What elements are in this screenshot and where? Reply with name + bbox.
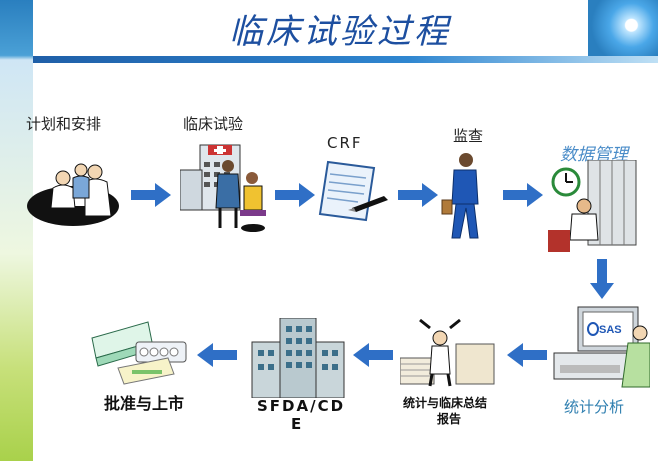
meeting-clipart-icon [27, 163, 119, 226]
slide-title: 临床试验过程 [229, 12, 451, 52]
step-label-approval: 批准与上市 [104, 394, 185, 413]
arrow-right-icon [398, 183, 438, 207]
title-band [33, 0, 658, 56]
arrow-down-icon [590, 259, 614, 299]
step-label-sfda-line2: E [291, 415, 302, 433]
crf-document-icon [318, 160, 388, 222]
title-underline [33, 56, 658, 63]
arrow-left-icon [353, 343, 393, 367]
arrow-left-icon [507, 343, 547, 367]
step-label-trial: 临床试验 [183, 115, 244, 133]
arrow-right-icon [131, 183, 171, 207]
arrow-left-icon [197, 343, 237, 367]
medicine-clipart-icon [91, 321, 187, 385]
step-label-report-line1: 统计与临床总结 [403, 396, 488, 410]
statistics-computer-icon: SAS [553, 306, 650, 388]
monitor-person-icon [441, 153, 479, 239]
step-label-sfda-line1: SFDA/CD [257, 397, 346, 415]
step-label-crf: CRF [327, 134, 363, 152]
step-label-plan: 计划和安排 [26, 115, 102, 133]
corner-flare-decoration [588, 0, 658, 56]
data-management-clipart-icon [548, 160, 637, 252]
arrow-right-icon [503, 183, 543, 207]
hospital-clipart-icon [180, 144, 266, 232]
step-label-statistics: 统计分析 [564, 398, 625, 416]
report-clipart-icon [400, 318, 495, 387]
step-label-monitor: 监查 [453, 127, 484, 145]
government-building-icon [251, 318, 345, 398]
step-label-report-line2: 报告 [437, 412, 462, 426]
left-decorative-bar [0, 0, 33, 461]
sas-logo-text: SAS [599, 324, 622, 336]
arrow-right-icon [275, 183, 315, 207]
